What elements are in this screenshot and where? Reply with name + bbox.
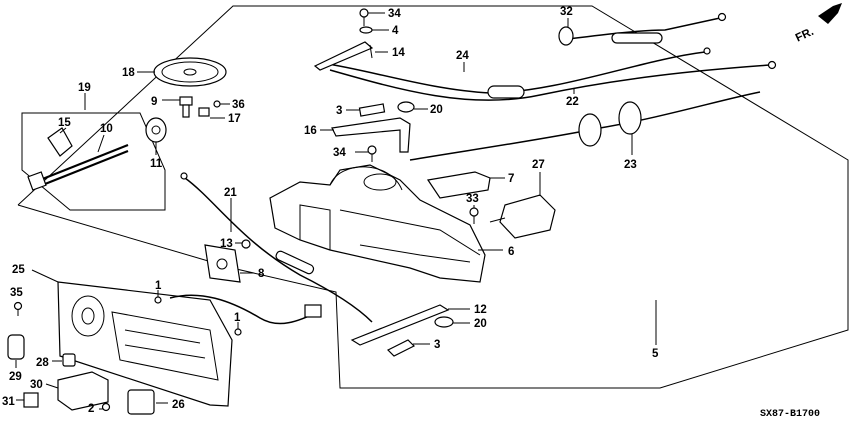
- callout-23: 23: [624, 159, 637, 171]
- callout-1-a: 1: [155, 280, 162, 292]
- callout-12: 12: [474, 304, 487, 316]
- callout-33: 33: [466, 193, 479, 205]
- part-6-control-body: [269, 164, 486, 283]
- part-1-bulb-a: [154, 296, 162, 304]
- part-7-bracket: [426, 171, 491, 199]
- callout-19: 19: [78, 82, 91, 94]
- panel-connector: [304, 304, 322, 318]
- callout-3-upper: 3: [336, 105, 342, 117]
- front-label: FR.: [794, 26, 816, 45]
- callout-3-lower: 3: [434, 339, 440, 351]
- part-28-knob: [62, 353, 76, 367]
- part-30-switch: [57, 371, 109, 411]
- cable-23: [409, 91, 761, 161]
- cable-24: [321, 47, 711, 99]
- part-1-bulb-b: [234, 328, 242, 336]
- cable-22-upper: [559, 12, 727, 44]
- callout-14: 14: [392, 47, 405, 59]
- callout-29: 29: [9, 371, 22, 383]
- callout-7: 7: [508, 173, 514, 185]
- part-18-gear: [153, 57, 227, 87]
- callout-28: 28: [36, 357, 49, 369]
- part-2-screw: [101, 402, 111, 412]
- part-14-lever: [313, 41, 374, 71]
- diagram-code: SX87-B1700: [760, 409, 820, 420]
- part-36-clip: [213, 100, 221, 108]
- callout-32: 32: [560, 6, 573, 18]
- callout-5: 5: [652, 348, 659, 360]
- callout-15: 15: [58, 117, 71, 129]
- part-20-washer-lower: [434, 316, 454, 328]
- subassembly-box-19: [21, 112, 166, 211]
- part-25-control-panel: [57, 281, 233, 407]
- callout-13: 13: [220, 238, 233, 250]
- part-9-knob: [179, 96, 193, 118]
- part-27-switch: [489, 194, 556, 239]
- part-3-clip-upper: [358, 103, 386, 117]
- part-32-grommet: [558, 26, 574, 46]
- callout-20-lower: 20: [474, 318, 487, 330]
- callout-2: 2: [88, 403, 94, 415]
- callout-27: 27: [532, 159, 545, 171]
- callout-35: 35: [10, 287, 23, 299]
- callout-20-upper: 20: [430, 104, 443, 116]
- part-26-switch: [127, 389, 155, 415]
- callout-labels: 34 4 14 32 24 22 18 19 9 36 17 15 10 11 …: [2, 6, 659, 415]
- part-17-bracket: [198, 107, 210, 117]
- callout-10: 10: [100, 123, 113, 135]
- callout-6: 6: [508, 246, 514, 258]
- part-3-clip-lower: [386, 339, 416, 357]
- callout-24: 24: [456, 50, 469, 62]
- front-direction-arrow: FR.: [794, 3, 842, 45]
- part-31-cap: [23, 392, 39, 408]
- part-34-screw-top: [359, 8, 369, 26]
- part-13-nut: [241, 239, 251, 249]
- callout-1-b: 1: [234, 312, 241, 324]
- callout-18: 18: [122, 67, 135, 79]
- part-11-cam: [145, 117, 167, 143]
- callout-9: 9: [151, 96, 157, 108]
- callout-17: 17: [228, 113, 241, 125]
- part-34-screw-lower: [367, 145, 377, 162]
- part-4-nut: [359, 26, 373, 34]
- part-29-knob: [7, 334, 25, 360]
- part-8-plate: [204, 244, 241, 283]
- callout-34-lower: 34: [333, 147, 346, 159]
- assembly-boundary: [17, 5, 849, 389]
- panel-wire-harness: [169, 294, 319, 325]
- part-12-lever: [350, 304, 450, 346]
- part-16-arm: [331, 117, 411, 153]
- callout-11: 11: [150, 158, 163, 170]
- callout-31: 31: [2, 396, 15, 408]
- leader-lines: [15, 12, 657, 410]
- callout-36: 36: [232, 99, 245, 111]
- part-10-shaft: [27, 143, 129, 191]
- callout-8: 8: [258, 268, 265, 280]
- cable-21: [180, 172, 373, 323]
- part-33-screw: [469, 207, 479, 224]
- callout-26: 26: [172, 399, 185, 411]
- cable-22: [329, 60, 777, 101]
- callout-4: 4: [392, 25, 399, 37]
- part-20-washer-upper: [397, 101, 415, 113]
- callout-21: 21: [224, 187, 237, 199]
- callout-16: 16: [304, 125, 317, 137]
- callout-25: 25: [12, 264, 25, 276]
- part-35-screw: [13, 301, 23, 316]
- callout-22: 22: [566, 96, 579, 108]
- part-15-bracket: [47, 127, 73, 157]
- callout-34: 34: [388, 8, 401, 20]
- callout-30: 30: [30, 379, 43, 391]
